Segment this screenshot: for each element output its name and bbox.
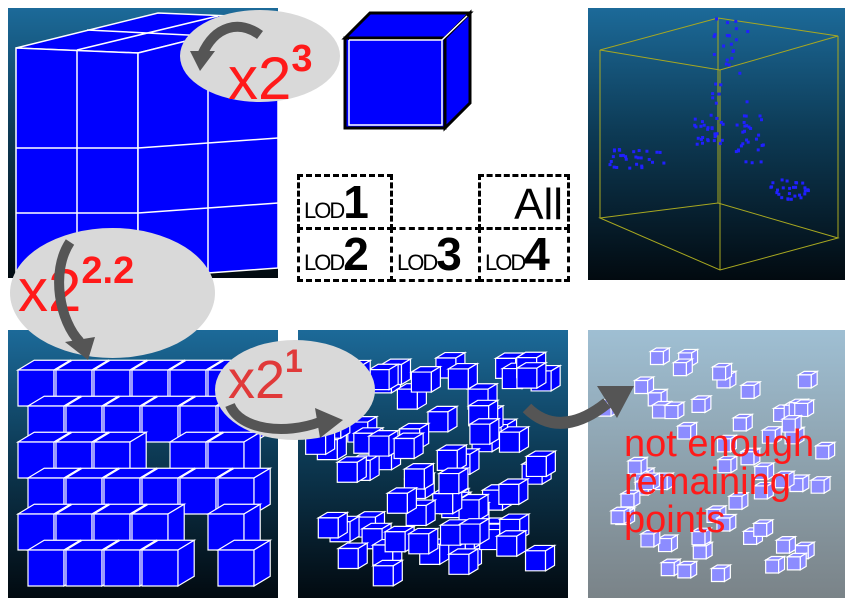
lod-box-3: LOD3 xyxy=(390,227,481,282)
lod-box-4: LOD4 xyxy=(478,227,570,282)
factor-label-1: x23 xyxy=(228,40,313,109)
lod4-voxel-render xyxy=(595,346,837,583)
curved-arrow-icon xyxy=(190,21,263,71)
lod-level-1: 1 xyxy=(343,176,369,228)
note-line-3: points xyxy=(624,499,726,541)
factor-bubble-2 xyxy=(10,228,215,358)
lod-prefix: LOD xyxy=(304,250,345,275)
curved-arrow-icon xyxy=(54,239,95,360)
factor-2-base: x2 xyxy=(18,257,82,324)
factor-1-base: x2 xyxy=(228,45,292,112)
curved-arrow-icon xyxy=(522,386,634,429)
lod-box-2: LOD2 xyxy=(297,227,393,282)
lod2-voxel-render xyxy=(15,359,273,588)
factor-3-base: x2 xyxy=(228,350,286,410)
factor-label-3: x21 xyxy=(228,345,303,407)
lod-box-all: All xyxy=(478,174,570,230)
curved-arrow-icon xyxy=(225,402,343,438)
lod-level-2: 2 xyxy=(343,228,369,280)
factor-2-exp: 2.2 xyxy=(81,250,135,292)
panel-point-cloud xyxy=(588,8,845,280)
lod-prefix: LOD xyxy=(485,250,526,275)
factor-3-exp: 1 xyxy=(285,343,303,379)
single-cube-icon xyxy=(341,9,474,132)
factor-1-exp: 3 xyxy=(291,38,313,80)
note-line-2: remaining xyxy=(624,461,791,503)
point-cloud-render xyxy=(598,17,840,271)
insufficient-points-note: not enough remaining points xyxy=(624,425,814,539)
lod-prefix: LOD xyxy=(304,198,345,223)
lod-all-label: All xyxy=(514,180,563,229)
lod-box-1: LOD1 xyxy=(297,174,393,230)
lod-level-3: 3 xyxy=(436,228,462,280)
factor-label-2: x22.2 xyxy=(18,252,134,321)
panel-lod4-voxels xyxy=(588,330,845,598)
note-line-1: not enough xyxy=(624,423,815,465)
lod-level-4: 4 xyxy=(524,228,550,280)
lod-prefix: LOD xyxy=(397,250,438,275)
